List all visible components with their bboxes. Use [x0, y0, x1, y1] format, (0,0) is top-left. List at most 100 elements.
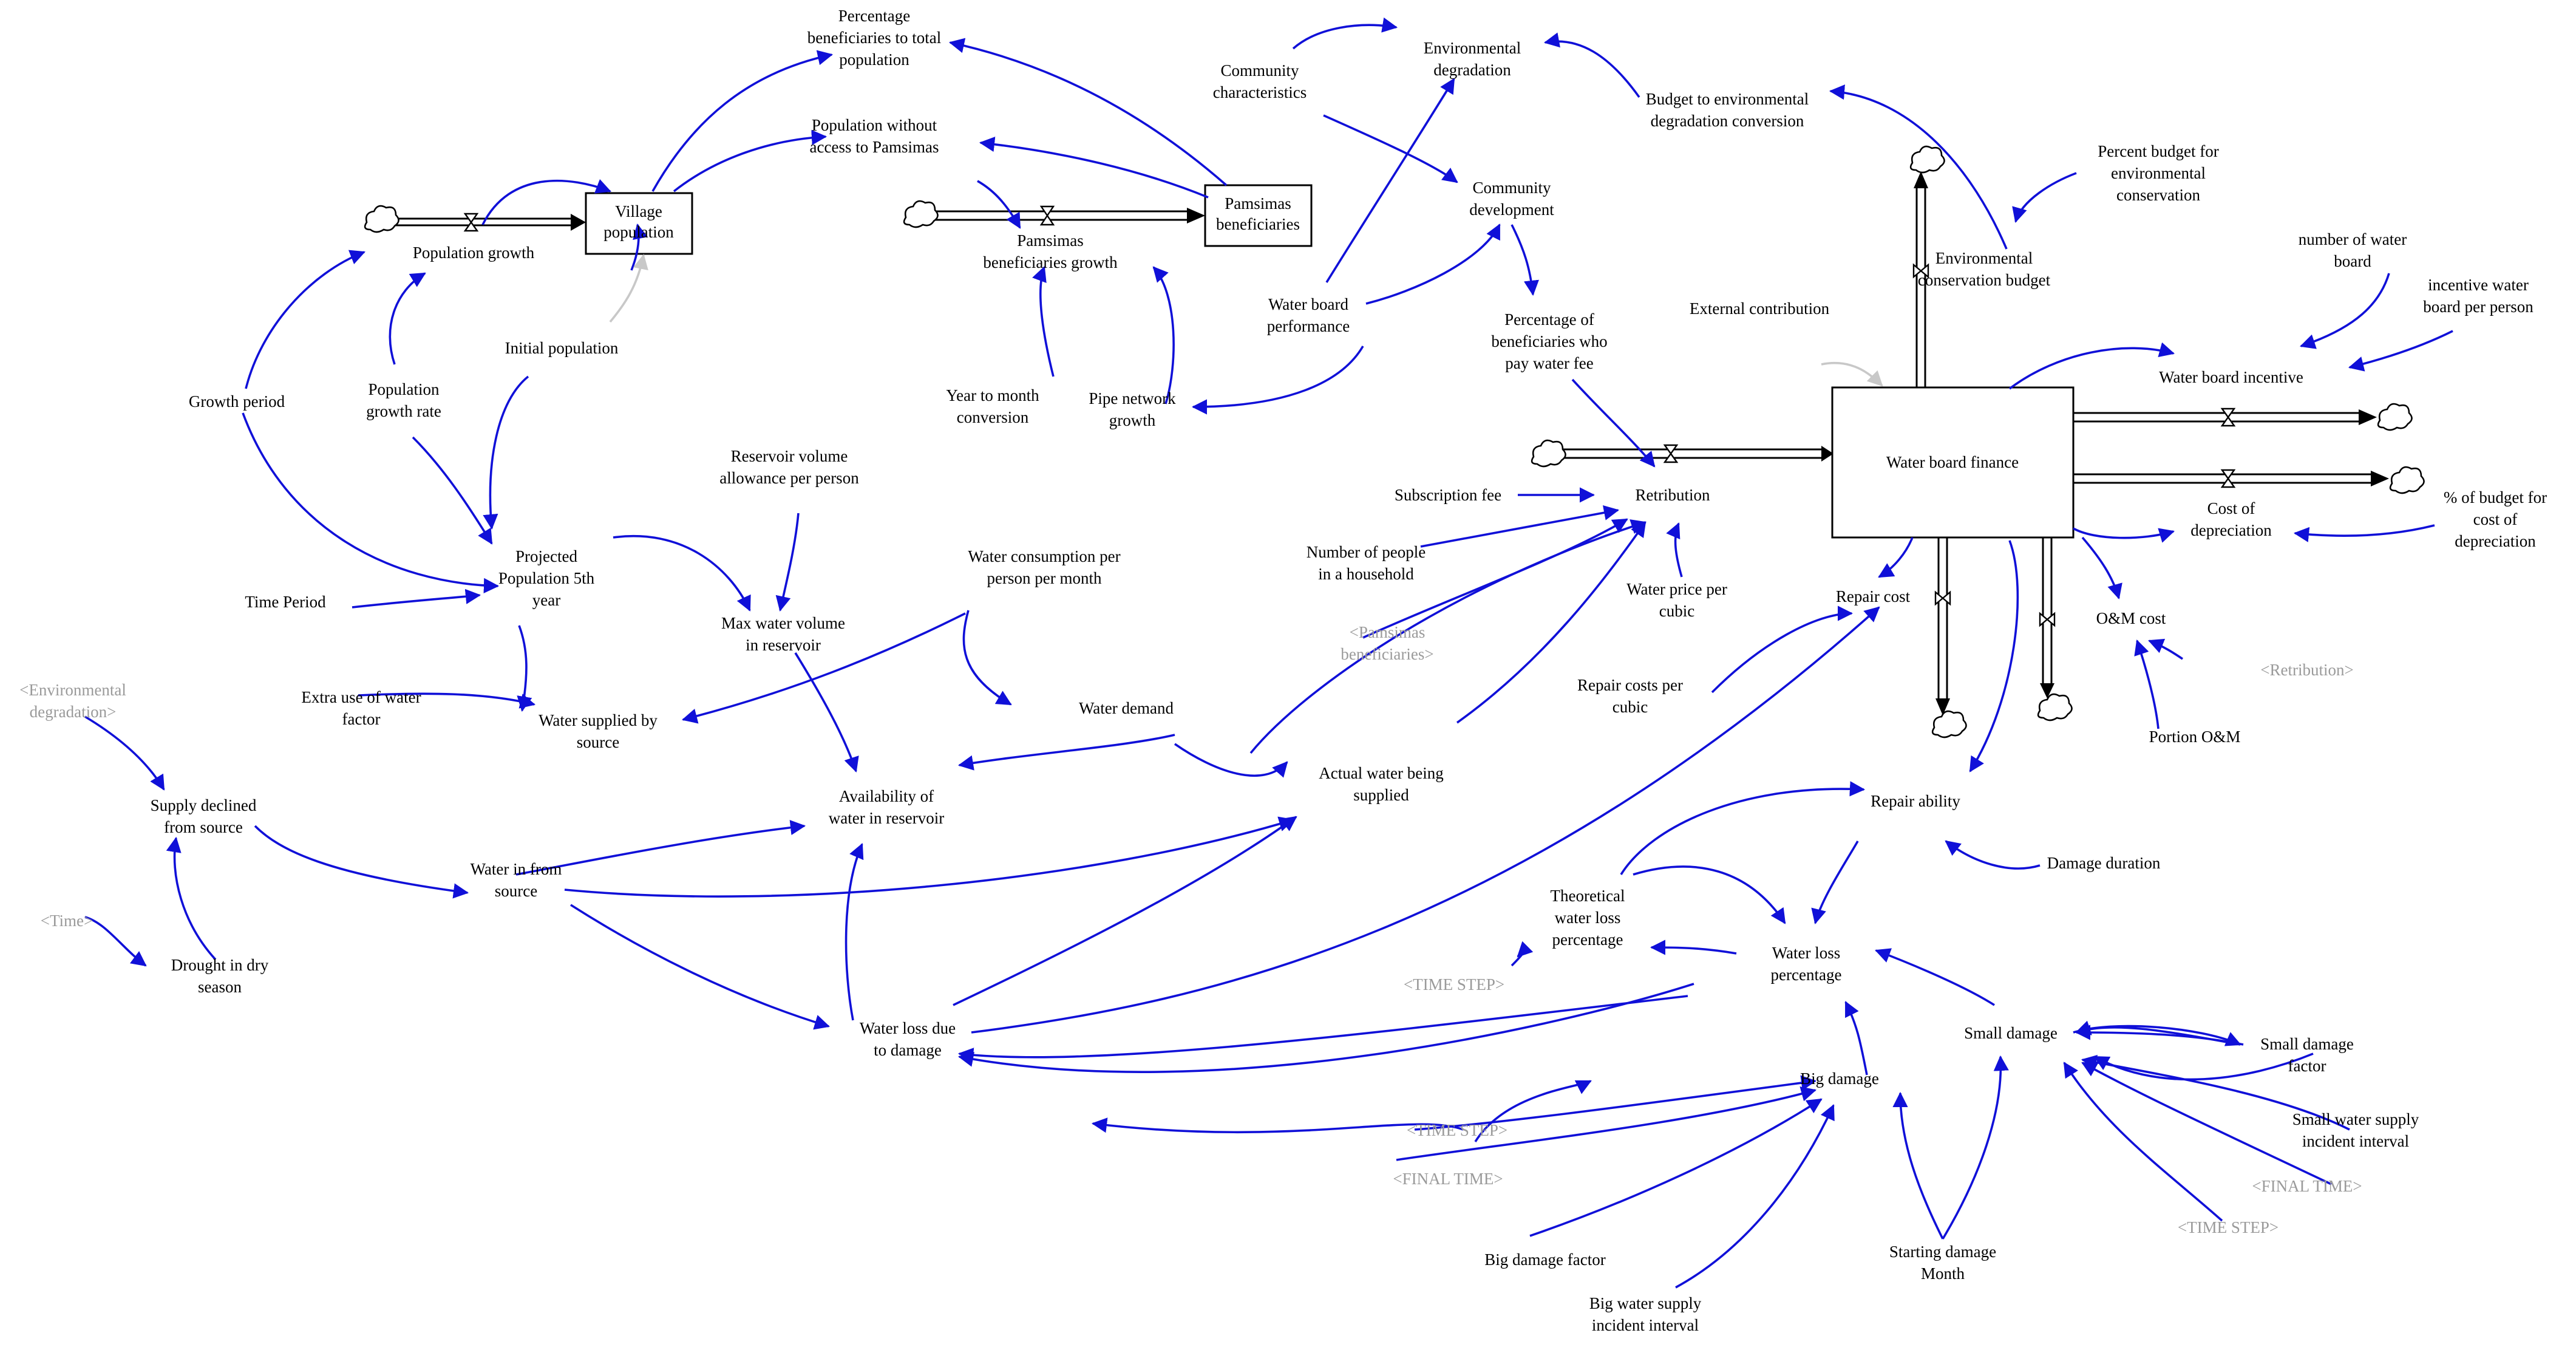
portion-om-label[interactable]: Portion O&M: [2149, 728, 2241, 746]
env-conservation-budget-line: conservation budget: [1918, 271, 2051, 289]
water-demand-line: Water demand: [1079, 699, 1174, 717]
sh-time-step-2-label[interactable]: <TIME STEP>: [1407, 1121, 1507, 1139]
sh-retribution-label[interactable]: <Retribution>: [2260, 661, 2353, 679]
pamsimas-beneficiaries-stock[interactable]: [1204, 184, 1313, 247]
environmental-degradation-line: Environmental: [1424, 39, 1521, 57]
sh-time-step-2-line: <TIME STEP>: [1407, 1121, 1507, 1139]
sh-time-step-1-label[interactable]: <TIME STEP>: [1404, 975, 1504, 994]
growth-period-label[interactable]: Growth period: [189, 392, 285, 411]
people-household-line: Number of people: [1307, 543, 1426, 561]
sh-time-step-3-label[interactable]: <TIME STEP>: [2178, 1218, 2279, 1236]
source-cloud: [364, 205, 399, 233]
pct-budget-depreciation-line: cost of: [2473, 510, 2518, 528]
water-price-line: cubic: [1659, 602, 1694, 620]
water-in-source-line: Water in from: [471, 860, 562, 878]
time-period-label[interactable]: Time Period: [245, 593, 326, 611]
damage-duration-label[interactable]: Damage duration: [2047, 854, 2161, 872]
population-growth-flow: [364, 205, 586, 233]
environmental-budget-outflow: [1909, 145, 1945, 389]
initial-population-line: Initial population: [505, 339, 619, 357]
population-growth-rate-line: Population: [368, 380, 440, 398]
external-contribution-label[interactable]: External contribution: [1690, 299, 1830, 318]
population-growth-rate-label[interactable]: Population growth rate: [366, 380, 441, 420]
water-demand-label[interactable]: Water demand: [1079, 699, 1174, 717]
population-growth-rate-line: growth rate: [366, 402, 441, 420]
pct-beneficiaries-line: beneficiaries to total: [807, 29, 941, 47]
budget-env-conversion-line: degradation conversion: [1651, 112, 1804, 130]
sh-time-label[interactable]: <Time>: [41, 912, 93, 930]
people-household-label[interactable]: Number of people in a household: [1307, 543, 1426, 583]
water-board-performance-line: Water board: [1268, 295, 1349, 313]
retribution-line: Retribution: [1636, 486, 1710, 504]
water-board-incentive-label[interactable]: Water board incentive: [2159, 368, 2303, 386]
external-contribution-line: External contribution: [1690, 299, 1830, 318]
retribution-inflow: [1531, 439, 1833, 468]
om-cost-label[interactable]: O&M cost: [2096, 609, 2166, 627]
percent-budget-env-line: environmental: [2111, 164, 2206, 182]
max-water-volume-line: in reservoir: [746, 636, 821, 654]
sh-final-time-2-label[interactable]: <FINAL TIME>: [2252, 1177, 2362, 1195]
sh-pamsimas-line: <Pamsimas: [1350, 623, 1426, 641]
big-damage-factor-label[interactable]: Big damage factor: [1484, 1250, 1605, 1269]
theoretical-loss-line: water loss: [1555, 909, 1621, 927]
population-growth-label[interactable]: Population growth: [413, 244, 535, 262]
water-board-incentive-line: Water board incentive: [2159, 368, 2303, 386]
retribution-label[interactable]: Retribution: [1636, 486, 1710, 504]
projected-population-line: Population 5th: [498, 569, 595, 587]
initial-population-label[interactable]: Initial population: [505, 339, 619, 357]
subscription-fee-label[interactable]: Subscription fee: [1395, 486, 1501, 504]
water-board-finance-stock[interactable]: [1831, 386, 2075, 539]
small-damage-label[interactable]: Small damage: [1964, 1024, 2058, 1042]
repair-ability-label[interactable]: Repair ability: [1871, 792, 1960, 810]
sh-final-time-1-label[interactable]: <FINAL TIME>: [1393, 1170, 1503, 1188]
sink-cloud: [2389, 466, 2425, 494]
sink-cloud: [2377, 403, 2413, 431]
repair-cost-label[interactable]: Repair cost: [1836, 587, 1911, 605]
percent-budget-env-line: conservation: [2116, 186, 2200, 204]
people-household-line: in a household: [1318, 565, 1414, 583]
subscription-fee-line: Subscription fee: [1395, 486, 1501, 504]
number-water-board-line: number of water: [2299, 230, 2407, 248]
big-damage-label[interactable]: Big damage: [1800, 1069, 1879, 1088]
